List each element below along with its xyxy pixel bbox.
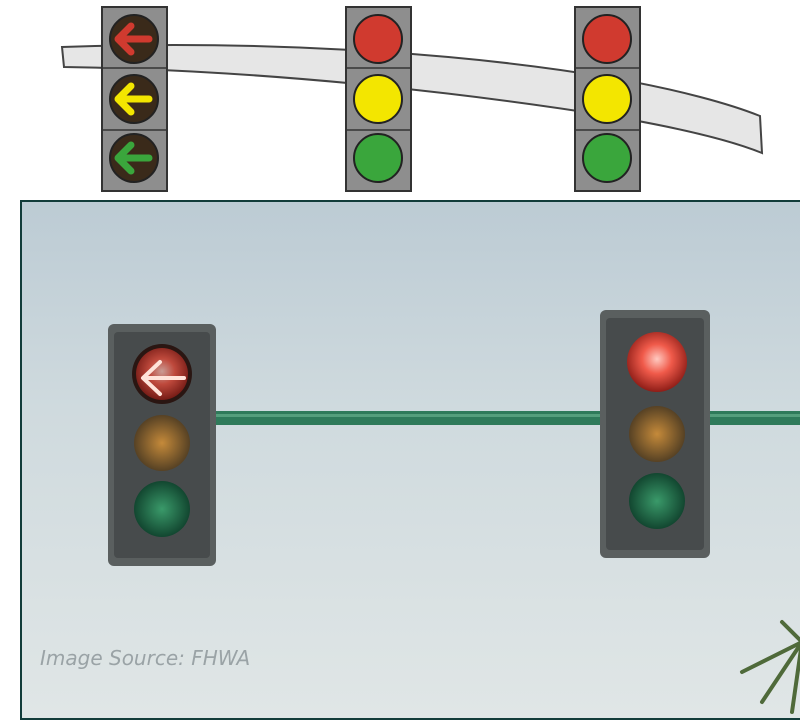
mast-pole (212, 411, 800, 425)
red-arrow-icon (114, 22, 153, 56)
signal-diagram (60, 6, 764, 192)
ball-signal-1 (345, 6, 412, 192)
image-source-caption: Image Source: FHWA (40, 646, 251, 670)
ball-signal-head (600, 310, 710, 558)
green-ball (582, 133, 632, 183)
left-turn-signal-head (108, 324, 216, 566)
green-arrow-lens (134, 481, 190, 537)
green-ball (353, 133, 403, 183)
left-turn-arrow-signal (101, 6, 168, 192)
red-arrow-icon (141, 360, 186, 396)
red-ball (353, 14, 403, 64)
yellow-ball (353, 74, 403, 124)
green-arrow-icon (114, 141, 153, 175)
ball-signal-2 (574, 6, 641, 192)
red-ball-lit (627, 332, 687, 392)
yellow-arrow-icon (114, 82, 153, 116)
green-ball (629, 473, 685, 529)
red-ball (582, 14, 632, 64)
traffic-signal-photo: Image Source: FHWA (20, 200, 800, 720)
yellow-ball (629, 406, 685, 462)
yellow-arrow-lens (134, 415, 190, 471)
yellow-ball (582, 74, 632, 124)
palm-fronds (740, 620, 800, 714)
